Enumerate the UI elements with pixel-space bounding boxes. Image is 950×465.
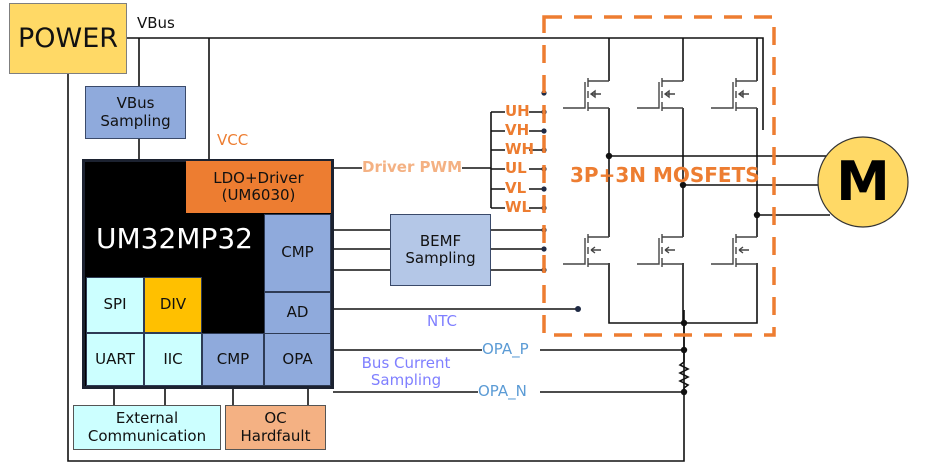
vbus-sampling-line2: Sampling	[100, 111, 171, 130]
external-comm-line1: External	[115, 409, 179, 428]
junction-dot	[680, 346, 688, 354]
cmp-right-block: CMP	[264, 214, 331, 292]
vcc-label: VCC	[217, 131, 249, 149]
oc-line2: Hardfault	[240, 426, 311, 445]
external-communication-block: External Communication	[73, 405, 221, 450]
spi-label: SPI	[103, 295, 127, 314]
bemf-line1: BEMF	[419, 231, 462, 250]
motor-label-box: M	[818, 137, 908, 227]
n-mosfet-symbol	[637, 234, 683, 267]
mcu-name: UM32MP32	[96, 222, 253, 255]
ldo-line1: LDO+Driver	[213, 168, 304, 187]
cmp-bemf-wires	[333, 229, 390, 271]
oc-tap	[232, 388, 309, 405]
opa-n-label: OPA_N	[478, 382, 527, 400]
iic-block: IIC	[144, 333, 202, 386]
junction-dot	[605, 152, 613, 160]
motor-label: M	[836, 149, 890, 213]
bus-current-line1: Bus Current	[361, 353, 451, 372]
power-block: POWER	[9, 3, 127, 74]
bemf-out-wires	[491, 229, 542, 271]
junction-dot	[680, 319, 688, 327]
div-block: DIV	[144, 277, 202, 333]
opa-label: OPA	[282, 349, 313, 368]
vbus-label: VBus	[137, 14, 175, 32]
motor-circle	[817, 136, 909, 228]
power-label: POWER	[17, 22, 119, 54]
junction-dot	[680, 388, 688, 396]
uart-label: UART	[95, 349, 135, 368]
spi-block: SPI	[86, 277, 144, 333]
ldo-line2: (UM6030)	[221, 186, 296, 204]
bemf-line2: Sampling	[405, 249, 476, 267]
power-ground-loop	[67, 73, 685, 462]
mosfet-boundary	[542, 15, 776, 337]
ad-label: AD	[286, 303, 309, 322]
vbus-rail	[126, 37, 764, 130]
iic-label: IIC	[163, 349, 183, 368]
gate-signal-uh: UH	[505, 102, 530, 120]
cmp-right-label: CMP	[281, 243, 314, 262]
p-mosfet-symbol	[711, 78, 757, 111]
bus-current-line2: Sampling	[370, 371, 442, 389]
junction-dots	[575, 152, 761, 396]
bemf-sampling-block: BEMF Sampling	[390, 214, 491, 286]
n-mosfet-symbol	[711, 234, 757, 267]
junction-dot	[753, 211, 761, 219]
gate-signal-vh: VH	[505, 121, 530, 139]
uart-block: UART	[86, 333, 144, 386]
ntc-terminal-dot	[575, 306, 581, 312]
mosfets-label: 3P+3N MOSFETS	[570, 163, 760, 187]
opa-block: OPA	[264, 333, 331, 386]
opa-p-label: OPA_P	[482, 340, 529, 358]
ntc-label: NTC	[427, 312, 457, 330]
oc-line1: OC	[264, 409, 287, 428]
ldo-driver-block: LDO+Driver (UM6030)	[186, 161, 331, 213]
gate-signal-wh: WH	[505, 140, 535, 158]
oc-hardfault-block: OC Hardfault	[225, 405, 326, 450]
gate-signal-ul: UL	[505, 159, 527, 177]
bus-current-sampling-label: Bus Current Sampling	[350, 351, 462, 393]
vbus-sampling-block: VBus Sampling	[85, 86, 186, 139]
cmp-bottom-block: CMP	[202, 333, 264, 386]
junction-dot	[679, 181, 687, 189]
mosfet-symbols	[563, 78, 757, 267]
gate-signal-wl: WL	[505, 198, 532, 216]
p-mosfet-symbol	[563, 78, 609, 111]
cmp-bottom-label: CMP	[216, 349, 250, 368]
ad-block: AD	[264, 292, 331, 334]
vbus-sampling-line1: VBus	[116, 94, 155, 113]
p-mosfet-symbol	[637, 78, 683, 111]
div-label: DIV	[159, 295, 187, 314]
external-comm-line2: Communication	[87, 426, 207, 445]
gate-signal-vl: VL	[505, 179, 527, 197]
ext-comm-tap	[113, 388, 166, 405]
n-mosfet-symbol	[563, 234, 609, 267]
shunt-resistor	[678, 353, 690, 392]
driver-pwm-label: Driver PWM	[362, 158, 463, 176]
